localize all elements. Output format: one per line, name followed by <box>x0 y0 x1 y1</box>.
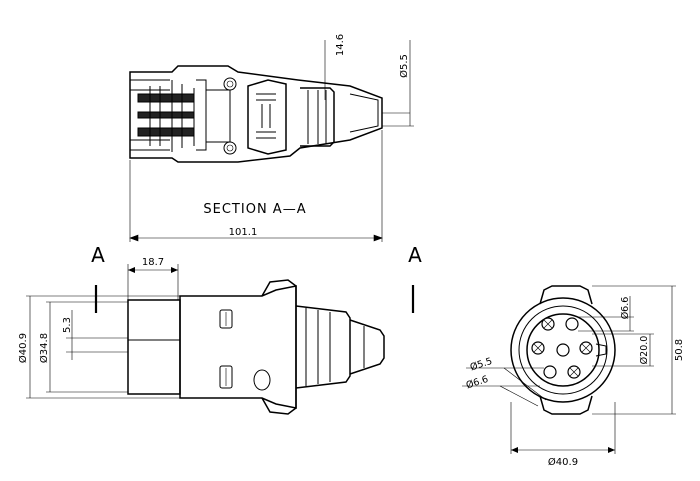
dim-side-outer-dia: Ø40.9 <box>17 333 29 363</box>
section-pin-block-top <box>137 93 195 103</box>
dim-side-body-length: 18.7 <box>142 257 164 268</box>
section-screw-hole-top-inner <box>226 80 234 88</box>
section-cable-tail <box>349 93 379 133</box>
front-pin-3-cross <box>581 343 591 353</box>
front-top-tab <box>539 285 593 305</box>
front-pin-4-cross <box>569 367 579 377</box>
front-pin-5 <box>543 365 557 379</box>
section-clamp-detail <box>256 93 276 139</box>
dim-front-pin-dia: Ø6.6 <box>620 297 631 320</box>
front-pin-face <box>526 313 600 387</box>
side-latch-slot-top <box>219 309 233 329</box>
side-gland <box>295 305 351 389</box>
section-cable-gland <box>300 87 335 147</box>
front-pin-6-cross <box>533 343 543 353</box>
dim-section-height: 14.6 <box>335 34 346 56</box>
front-pin-2 <box>565 317 579 331</box>
dim-section-length: 101.1 <box>229 227 258 238</box>
section-cable-clamp <box>247 79 287 155</box>
dim-arrows-101 <box>129 234 383 242</box>
section-screw-hole-bottom-inner <box>226 144 234 152</box>
side-plug-front <box>127 299 181 395</box>
dim-front-small-pin-dia: Ø5.5 <box>469 356 494 373</box>
section-title: SECTION A—A <box>203 202 306 217</box>
section-marker-left: A <box>91 243 105 267</box>
section-pin-block-bottom <box>137 127 195 137</box>
side-main-body <box>179 285 297 409</box>
section-inner-wall <box>196 79 231 151</box>
dim-front-height: 50.8 <box>674 339 685 361</box>
dim-side-step: 5.3 <box>62 317 73 333</box>
side-view: 18.7 Ø40.9 Ø34.8 5.3 <box>17 257 385 415</box>
side-latch-ellipse <box>253 369 271 391</box>
front-view: Ø6.6 Ø20.0 50.8 Ø5.5 Ø6.6 Ø40.9 <box>462 285 685 468</box>
side-flange <box>261 279 297 415</box>
side-gland-ribs <box>305 308 331 386</box>
section-screw-hole-bottom <box>223 141 237 155</box>
section-view: 14.6 Ø5.5 SECTION A—A 101.1 <box>129 34 414 242</box>
dim-front-pitch-dia: Ø20.0 <box>639 336 650 365</box>
leader-6-6 <box>499 385 539 407</box>
dim-section-cable-dia: Ø5.5 <box>398 54 410 78</box>
section-housing-outline <box>129 65 383 163</box>
front-key-notch <box>595 343 607 357</box>
side-latch-slot-bottom <box>219 365 233 389</box>
front-outer-ring <box>510 297 616 403</box>
leader-5-5 <box>503 367 547 401</box>
front-bottom-tab <box>539 395 593 415</box>
section-pin-contacts <box>149 80 195 152</box>
section-pin-block-mid <box>137 111 195 119</box>
dim-front-large-pin-dia: Ø6.6 <box>465 374 490 391</box>
section-screw-hole-top <box>223 77 237 91</box>
dim-front-outer-dia: Ø40.9 <box>548 456 578 468</box>
section-marker-right: A <box>408 243 422 267</box>
section-gland-ribs <box>307 90 327 144</box>
front-pin-center <box>556 343 570 357</box>
front-inner-ring <box>518 305 608 395</box>
dim-side-inner-dia: Ø34.8 <box>38 333 50 363</box>
front-pin-1-cross <box>543 319 553 329</box>
side-cable-tail <box>349 319 385 375</box>
